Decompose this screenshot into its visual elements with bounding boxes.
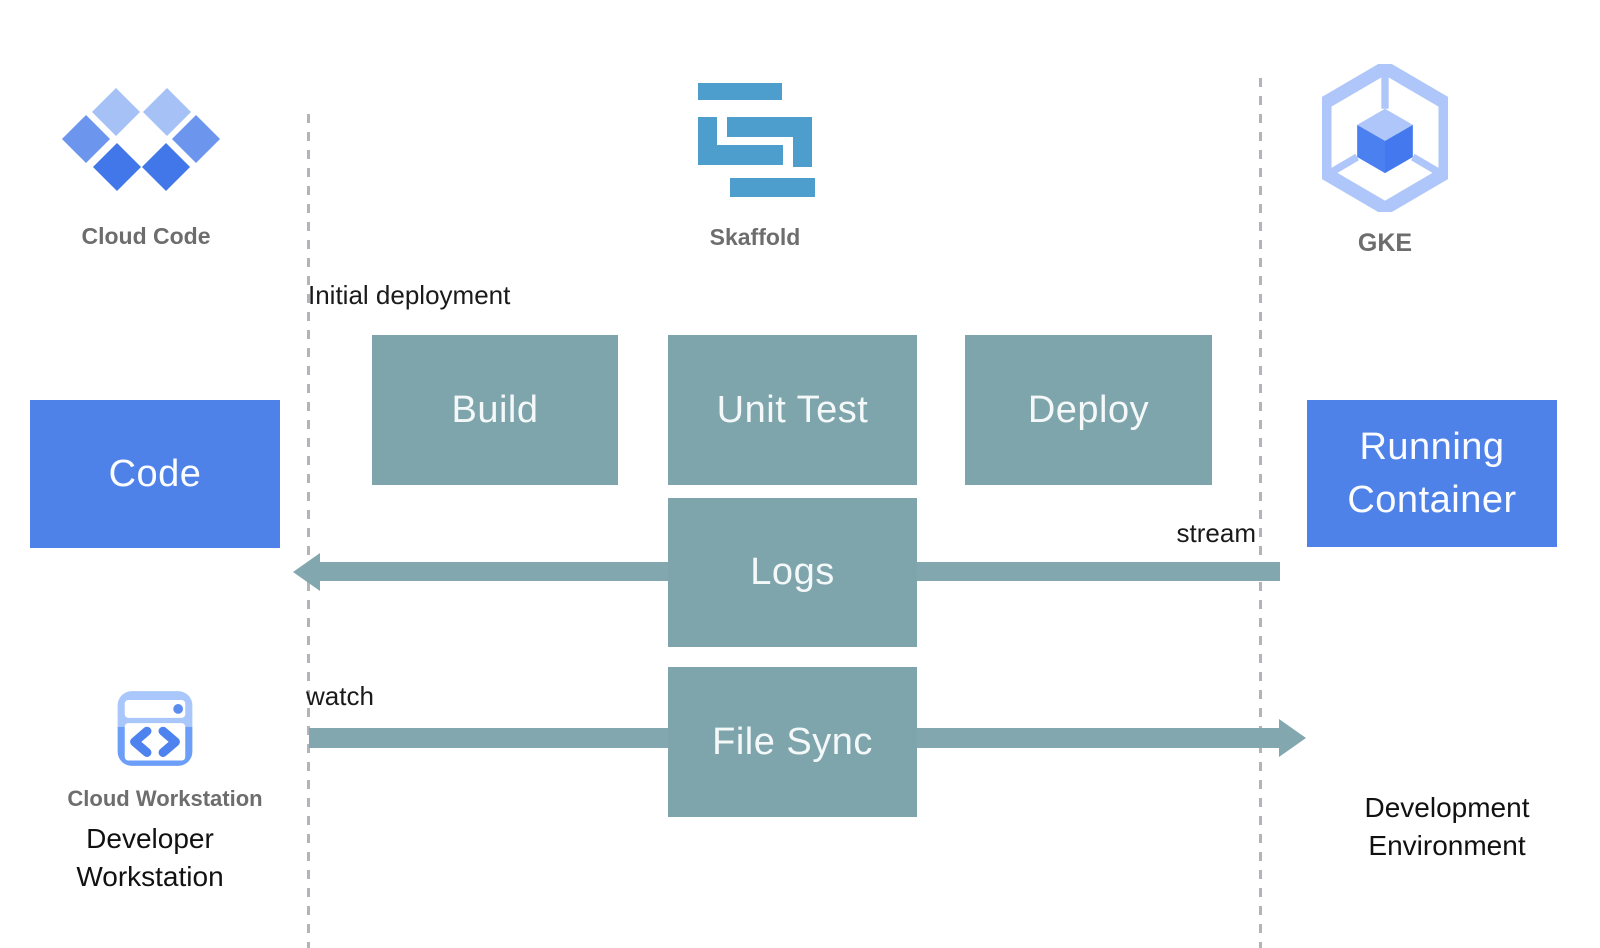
left-lane-divider [307,114,310,948]
skaffold-bar [698,145,783,165]
running-container-box: Running Container [1307,400,1557,547]
right-lane-divider [1259,78,1262,948]
skaffold-icon [698,83,815,197]
logs-arrow-shaft [313,562,668,581]
file-sync-arrow-shaft [917,728,1279,748]
logs-arrow-shaft [917,562,1280,581]
stream-label: stream [1176,518,1256,548]
gke-icon [1322,64,1448,212]
cloud-workstation-label: Cloud Workstation [67,786,263,811]
skaffold-bar [730,178,815,197]
build-box: Build [372,335,618,485]
skaffold-bar [793,117,812,167]
diamond-shape [92,142,142,192]
unit-test-box: Unit Test [668,335,917,485]
gke-label: GKE [1357,229,1413,257]
developer-workstation-label: Developer Workstation [76,823,224,892]
file-sync-box: File Sync [668,667,917,817]
code-box: Code [30,400,280,548]
skaffold-label: Skaffold [709,224,801,250]
development-environment-label: Development Environment [1364,792,1530,861]
cloud-code-label: Cloud Code [81,223,211,249]
initial-deployment-label: Initial deployment [308,280,511,310]
watch-label: watch [306,681,374,711]
skaffold-bar [698,83,782,100]
cloud-workstation-icon [117,691,193,766]
cloud-code-icon [61,87,222,194]
deploy-box: Deploy [965,335,1212,485]
skaffold-bar [727,117,812,137]
file-sync-arrow-shaft [309,728,668,748]
file-sync-arrowhead-right-icon [1279,719,1306,757]
logs-box: Logs [668,498,917,647]
